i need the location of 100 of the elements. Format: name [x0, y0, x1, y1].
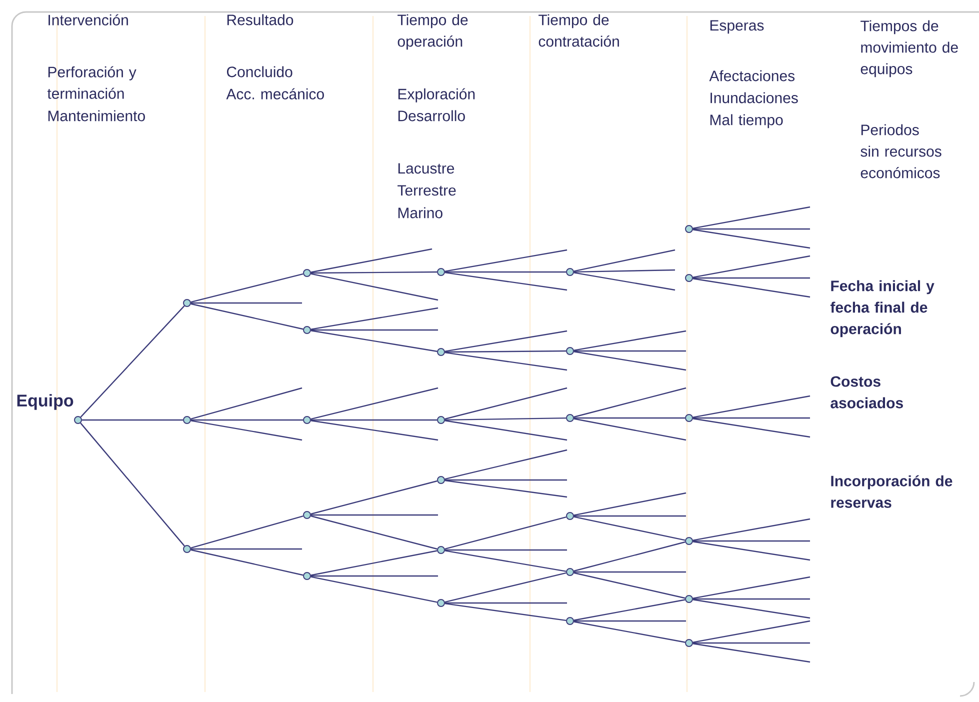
- tree-node: [303, 326, 311, 334]
- branch-line: [445, 602, 567, 604]
- branch-line: [445, 350, 566, 353]
- branch-line: [80, 306, 185, 418]
- tree-node: [566, 268, 574, 276]
- branch-line: [574, 492, 686, 516]
- tree-node: [74, 416, 82, 424]
- tree-node: [566, 617, 574, 625]
- column-label: Resultado: [227, 14, 294, 26]
- branch-line: [444, 572, 566, 603]
- branch-line: [190, 549, 304, 576]
- branch-line: [693, 417, 810, 419]
- tree-node: [437, 546, 445, 554]
- branch-line: [692, 229, 810, 249]
- branch-line: [692, 395, 810, 418]
- column-label: Concluido: [226, 66, 292, 78]
- branch-line: [574, 621, 686, 643]
- column-label: Afectaciones: [709, 70, 795, 82]
- node-label: Equipo: [17, 394, 74, 410]
- branch-line: [311, 419, 437, 421]
- column-label: Mantenimiento: [48, 110, 145, 122]
- branch-line: [311, 514, 438, 516]
- branch-line: [310, 248, 432, 273]
- column-label: Esperas: [710, 20, 764, 34]
- branch-line: [574, 418, 686, 441]
- column-label: Tiempo de contratación: [538, 14, 619, 47]
- branch-line: [574, 572, 686, 599]
- tree-node: [685, 595, 693, 603]
- branch-line: [445, 479, 567, 481]
- branch-line: [310, 387, 438, 420]
- column-label: Exploración: [398, 88, 475, 102]
- tree-node: [685, 537, 693, 545]
- branch-line: [693, 228, 810, 230]
- column-label: Mal tiempo: [710, 114, 783, 128]
- column-label: Lacustre: [398, 163, 454, 174]
- branch-line: [444, 272, 568, 291]
- branch-line: [310, 273, 438, 301]
- tree-node: [183, 416, 191, 424]
- column-label: Acc. mecánico: [226, 88, 324, 100]
- branch-line: [444, 387, 568, 420]
- tree-node: [437, 416, 445, 424]
- column-label: Intervención: [48, 14, 128, 26]
- tree-node: [437, 476, 445, 484]
- branch-line: [444, 480, 568, 498]
- tree-node: [183, 545, 191, 553]
- branch-line: [574, 330, 686, 351]
- branch-line: [444, 330, 568, 352]
- branch-line: [310, 550, 438, 576]
- tree-node: [303, 572, 311, 580]
- column-label: Tiempo de operación: [398, 14, 468, 50]
- branch-line: [692, 206, 810, 229]
- branch-line: [574, 387, 686, 418]
- branch-line: [574, 541, 686, 572]
- tree-node: [566, 414, 574, 422]
- branch-line: [311, 329, 438, 331]
- branch-line: [310, 480, 438, 515]
- tree-node: [183, 299, 191, 307]
- branch-line: [444, 420, 568, 441]
- tree-node: [437, 599, 445, 607]
- branch-line: [692, 576, 810, 599]
- side-note: Incorporación de reservas: [831, 475, 952, 508]
- branch-line: [80, 422, 185, 546]
- tree-node: [303, 416, 311, 424]
- tree-node: [685, 414, 693, 422]
- branch-line: [444, 602, 566, 622]
- branch-line: [692, 278, 810, 298]
- branch-line: [310, 576, 438, 603]
- branch-line: [574, 272, 676, 291]
- branch-line: [310, 330, 438, 352]
- branch-line: [445, 271, 566, 273]
- branch-line: [574, 620, 686, 622]
- branch-line: [444, 550, 566, 572]
- branch-line: [190, 516, 304, 548]
- branch-line: [445, 417, 566, 421]
- branch-line: [692, 643, 810, 663]
- branch-line: [692, 518, 810, 541]
- branch-line: [693, 540, 810, 542]
- tree-node: [566, 512, 574, 520]
- branch-line: [82, 419, 183, 421]
- branch-line: [574, 599, 686, 621]
- tree-node: [566, 568, 574, 576]
- column-label: Desarrollo: [398, 110, 465, 122]
- branch-line: [191, 302, 302, 304]
- branch-line: [444, 352, 568, 371]
- column-label: Periodos sin recursos económicos: [860, 124, 942, 178]
- column-label: Perforación y terminación: [47, 66, 136, 99]
- branch-line: [190, 387, 302, 420]
- branch-line: [311, 271, 438, 274]
- branch-line: [190, 420, 302, 441]
- branch-line: [693, 642, 810, 644]
- column-label: Marino: [398, 207, 442, 218]
- branch-line: [311, 575, 438, 577]
- branch-line: [692, 255, 810, 278]
- column-label: Terrestre: [398, 185, 456, 196]
- branch-line: [574, 351, 686, 371]
- branch-line: [692, 541, 810, 561]
- side-note: Costos asociados: [830, 376, 903, 408]
- branch-line: [693, 277, 810, 279]
- branch-line: [692, 620, 810, 643]
- column-label: Tiempos de movimiento de equipos: [860, 20, 958, 78]
